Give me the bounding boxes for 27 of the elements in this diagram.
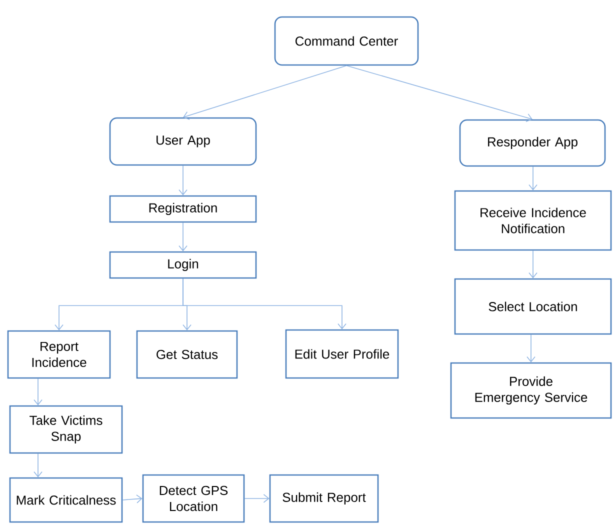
arrow bbox=[178, 222, 188, 252]
arrow bbox=[528, 166, 538, 190]
rounded-box: User App bbox=[109, 117, 257, 166]
rounded-box: Command Center bbox=[274, 16, 419, 66]
arrow bbox=[346, 65, 532, 122]
process-box: Provide Emergency Service bbox=[450, 362, 612, 419]
process-box: Receive Incidence Notification bbox=[454, 190, 612, 251]
arrow bbox=[122, 494, 142, 504]
process-box: Mark Criticalness bbox=[9, 477, 123, 523]
process-box: Get Status bbox=[136, 330, 238, 379]
arrow bbox=[178, 165, 188, 196]
arrow bbox=[34, 453, 42, 478]
process-box: Take Victims Snap bbox=[9, 405, 123, 454]
process-box: Select Location bbox=[454, 278, 612, 335]
arrow bbox=[183, 65, 347, 120]
process-box: Registration bbox=[109, 195, 257, 223]
rounded-box: Responder App bbox=[459, 119, 606, 167]
process-box: Detect GPS Location bbox=[142, 474, 245, 523]
arrow bbox=[528, 250, 538, 278]
process-box: Submit Report bbox=[269, 474, 379, 523]
arrow bbox=[34, 378, 42, 406]
process-box: Report Incidence bbox=[7, 330, 111, 379]
process-box: Login bbox=[109, 251, 257, 279]
arrow bbox=[526, 334, 536, 362]
arrow bbox=[182, 278, 346, 330]
arrow bbox=[244, 494, 270, 503]
process-box: Edit User Profile bbox=[285, 329, 399, 379]
